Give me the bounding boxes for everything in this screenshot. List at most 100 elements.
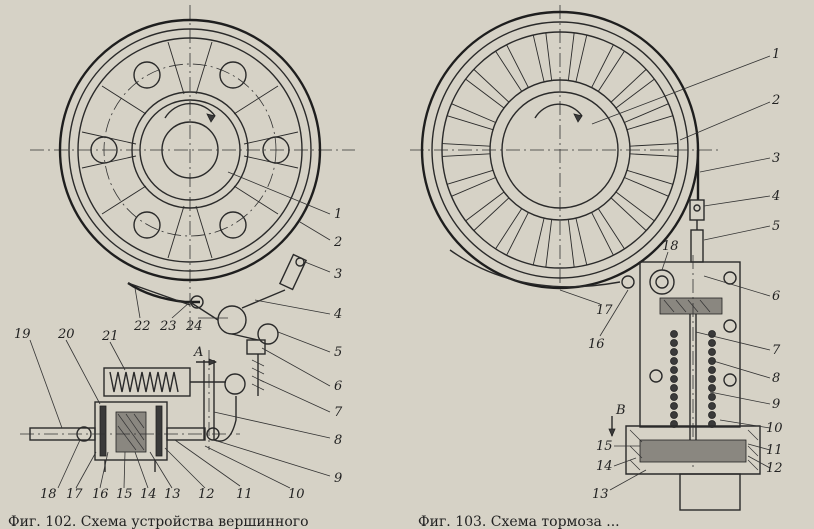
spoke-line (473, 197, 510, 231)
left-callout-21: 21 (101, 329, 119, 344)
spoke-line (451, 103, 496, 123)
spoke-line (567, 32, 575, 81)
spring-coil (708, 366, 716, 374)
left-callout-18: 18 (40, 487, 57, 502)
left-drum-spokes (81, 41, 299, 259)
left-callout-22: 22 (133, 319, 151, 334)
right-callout-11: 11 (766, 443, 783, 458)
spoke-line (615, 191, 655, 222)
left-callouts: 1 2 3 4 5 6 7 8 9 10 11 12 13 14 15 16 1… (14, 207, 343, 502)
left-drum-rim (58, 18, 322, 282)
right-callout-17: 17 (596, 303, 613, 318)
spring-coil (670, 366, 678, 374)
spoke-line (575, 218, 588, 266)
left-callout-4: 4 (333, 307, 342, 322)
spoke-line (446, 169, 494, 185)
left-callout-3: 3 (334, 267, 342, 282)
left-callout-6: 6 (334, 379, 342, 394)
right-callout-12: 12 (766, 461, 783, 476)
spoke-line (610, 197, 647, 231)
right-drum-hub (489, 79, 631, 221)
right-callout-7: 7 (772, 343, 781, 358)
spring-coil (708, 384, 716, 392)
right-callout-14: 14 (596, 459, 613, 474)
spring-coil (708, 348, 716, 356)
spoke-line (465, 191, 505, 222)
spoke-line (473, 69, 510, 103)
spoke-line (506, 212, 529, 256)
right-callout-18: 18 (662, 239, 679, 254)
spoke-line (624, 177, 669, 197)
spring-coil (670, 411, 678, 419)
spring-coil (708, 402, 716, 410)
spoke-line (545, 32, 553, 81)
spoke-line (567, 219, 575, 268)
spoke-line (629, 153, 678, 157)
spring-coil (708, 375, 716, 383)
right-callout-4: 4 (771, 189, 780, 204)
spoke-line (442, 143, 491, 147)
spoke-line (495, 50, 523, 92)
left-callout-20: 20 (57, 327, 75, 342)
left-figure (20, 5, 355, 489)
spoke-line (451, 177, 496, 197)
spoke-line (591, 212, 614, 256)
spoke-line (597, 208, 625, 250)
spoke-line (626, 115, 674, 131)
left-callout-9: 9 (334, 471, 342, 486)
right-callout-8: 8 (772, 371, 780, 386)
right-callout-15: 15 (596, 439, 613, 454)
right-callout-13: 13 (592, 487, 609, 502)
left-callout-14: 14 (140, 487, 157, 502)
right-view-mark: В (615, 403, 626, 418)
spring-coil (670, 339, 678, 347)
spoke-line (591, 44, 614, 88)
left-callout-24: 24 (185, 319, 203, 334)
right-callout-9: 9 (772, 397, 780, 412)
spring-coil (708, 393, 716, 401)
right-callout-3: 3 (772, 151, 780, 166)
spoke-line (465, 78, 505, 109)
spoke-line (532, 218, 545, 266)
right-callout-1: 1 (772, 47, 780, 62)
right-housing (625, 425, 761, 475)
left-callout-5: 5 (334, 345, 342, 360)
spring-coil (670, 402, 678, 410)
spring-coil (670, 357, 678, 365)
spring-coil (670, 393, 678, 401)
left-callout-10: 10 (288, 487, 305, 502)
left-view-mark: A (193, 345, 203, 360)
right-callouts: 1 2 3 4 5 6 7 8 9 10 11 12 13 14 15 16 1… (588, 47, 783, 502)
left-caption: Фиг. 102. Схема устройства вершинного (8, 514, 309, 529)
spring-coil (670, 348, 678, 356)
right-callout-16: 16 (588, 337, 605, 352)
spoke-line (629, 143, 678, 147)
right-callout-2: 2 (771, 93, 780, 108)
left-callout-7: 7 (334, 405, 343, 420)
left-callout-11: 11 (236, 487, 253, 502)
left-drum-hub (131, 91, 249, 209)
spoke-line (610, 69, 647, 103)
spoke-line (446, 115, 494, 131)
left-callout-19: 19 (14, 327, 31, 342)
spoke-line (624, 103, 669, 123)
spoke-line (495, 208, 523, 250)
left-callout-8: 8 (334, 433, 342, 448)
spoke-line (575, 34, 588, 82)
spring-coil (670, 375, 678, 383)
left-callout-1: 1 (334, 207, 342, 222)
spoke-line (532, 34, 545, 82)
right-caption: Фиг. 103. Схема тормоза ... (418, 514, 620, 529)
spring-coil (670, 384, 678, 392)
spoke-line (626, 169, 674, 185)
right-spring (670, 330, 716, 428)
left-callout-12: 12 (198, 487, 215, 502)
right-drum-spokes (442, 32, 678, 268)
spring-coil (708, 411, 716, 419)
left-callout-23: 23 (159, 319, 177, 334)
right-callout-5: 5 (772, 219, 780, 234)
spring-coil (708, 339, 716, 347)
left-callout-2: 2 (333, 235, 342, 250)
